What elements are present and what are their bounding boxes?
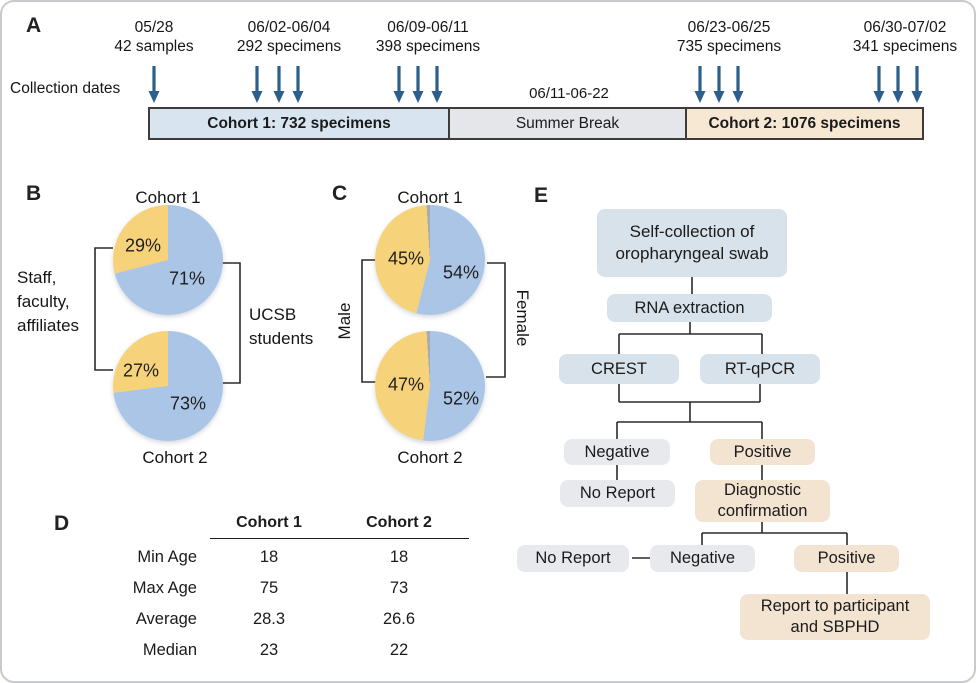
collection-count: 292 specimens [236,38,342,55]
pie-slice-label: 73% [169,393,207,414]
collection-date: 06/30-07/02 [863,19,947,36]
collection-date: 06/02-06/04 [247,19,331,36]
flow-node-positive-1: Positive [710,439,815,465]
timeline-event: 05/28 42 samples [69,18,239,56]
flowchart-connector-lines [616,277,848,594]
flow-node-positive-2: Positive [794,545,899,572]
pie-slice-label: 54% [442,262,480,283]
flow-node-no-report-1: No Report [560,480,675,507]
timeline-event: 06/02-06/04 292 specimens [204,18,374,56]
collection-arrow-icon [393,66,405,103]
collection-arrow-icon [911,66,923,103]
collection-arrow-icon [148,66,160,103]
pie-slice-label: 47% [387,374,425,395]
pie-title-b-cohort1: Cohort 1 [135,188,201,207]
table-header-underline [210,538,469,539]
pie-title-c-cohort2: Cohort 2 [397,448,463,467]
legend-male: Male [335,302,354,340]
pie-slice-label: 71% [168,268,206,289]
age-statistics-table: Cohort 1 Cohort 2 Min Age 18 18 Max Age … [102,514,469,672]
panel-label-c: C [332,182,348,205]
flow-node-self-collection: Self-collection of oropharyngeal swab [597,209,787,277]
collection-arrow-icon [732,66,744,103]
pie-chart-b-cohort2: 27% 73% [113,331,223,441]
table-row: Average 28.3 26.6 [135,610,416,628]
table-header-row: Cohort 1 Cohort 2 [102,514,459,548]
collection-arrow-icon [251,66,263,103]
collection-date: 06/09-06/11 [387,19,469,36]
flow-node-rna-extraction: RNA extraction [607,294,772,322]
collection-arrow-icon [292,66,304,103]
pie-chart-c-cohort1: 45% 54% [375,205,485,315]
timeline-event: 06/30-07/02 341 specimens [820,18,974,56]
collection-count: 398 specimens [375,38,481,55]
pie-slice-label: 27% [122,360,160,381]
panel-label-e: E [534,184,549,207]
panel-label-a: A [26,14,42,37]
timeline-event: 06/09-06/11 398 specimens [343,18,513,56]
collection-arrow-icon [892,66,904,103]
pie-bracket-lines [94,247,506,384]
table-row: Min Age 18 18 [137,548,409,566]
flow-node-diagnostic-confirmation: Diagnostic confirmation [695,480,830,522]
flow-node-negative-2: Negative [650,545,755,572]
collection-arrow-icon [412,66,424,103]
timeline-segment-cohort1: Cohort 1: 732 specimens [148,107,450,140]
table-header-cohort1: Cohort 1 [236,514,302,531]
collection-arrow-icon [431,66,443,103]
panel-label-d: D [54,512,70,535]
flow-node-no-report-2: No Report [517,545,629,572]
table-header-cohort2: Cohort 2 [366,514,432,531]
flow-node-rt-qpcr: RT-qPCR [700,354,820,384]
panel-label-b: B [26,182,42,205]
summer-break-dates: 06/11-06-22 [529,85,609,102]
timeline-event: 06/23-06/25 735 specimens [644,18,814,56]
collection-date: 06/23-06/25 [687,19,771,36]
legend-ucsb-students: UCSB students [249,305,314,348]
table-row: Max Age 75 73 [132,579,409,597]
collection-arrow-icon [873,66,885,103]
pie-chart-c-cohort2: 47% 52% [375,331,485,441]
collection-date: 05/28 [134,19,174,36]
timeline-segment-summer-break: Summer Break [448,107,687,140]
flow-node-negative-1: Negative [564,439,670,465]
collection-arrow-icon [713,66,725,103]
pie-slice-label: 52% [442,388,480,409]
pie-slice-label: 29% [124,235,162,256]
flow-node-report-participant-sbphd: Report to participant and SBPHD [740,594,930,640]
collection-dates-label: Collection dates [10,80,121,97]
collection-count: 42 samples [114,38,194,55]
collection-arrow-icon [273,66,285,103]
legend-female: Female [513,289,532,347]
pie-title-b-cohort2: Cohort 2 [142,448,208,467]
timeline-segment-cohort2: Cohort 2: 1076 specimens [685,107,924,140]
pie-chart-b-cohort1: 29% 71% [113,205,223,315]
collection-count: 341 specimens [852,38,958,55]
pie-title-c-cohort1: Cohort 1 [397,188,463,207]
collection-arrow-icon [694,66,706,103]
timeline-bar: Cohort 1: 732 specimens Summer Break Coh… [148,107,924,140]
flow-node-crest: CREST [559,354,679,384]
collection-count: 735 specimens [676,38,782,55]
pie-slice-label: 45% [387,248,425,269]
table-row: Median 23 22 [142,641,409,659]
legend-staff-faculty-affiliates: Staff, faculty, affiliates [17,268,80,335]
